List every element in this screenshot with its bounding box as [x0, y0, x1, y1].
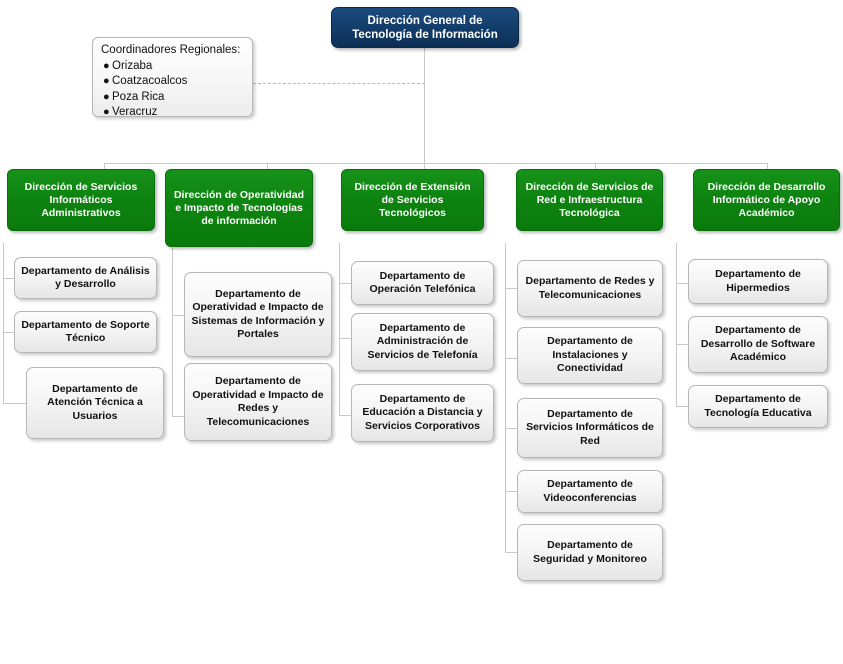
department-node-servicios-informaticos-red[interactable]: Departamento de Servicios Informáticos d… [517, 398, 663, 458]
department-node-soporte-tecnico[interactable]: Departamento de Soporte Técnico [14, 311, 157, 353]
coordinador-label: Orizaba [112, 59, 153, 72]
department-node-operatividad-sistemas-portales[interactable]: Departamento de Operatividad e Impacto d… [184, 272, 332, 357]
coordinadores-regionales-note: Coordinadores Regionales: ●Orizaba ●Coat… [92, 37, 253, 118]
connector-stub-5-2 [676, 344, 688, 345]
division-node-servicios-informaticos-administrativos[interactable]: Dirección de Servicios Informáticos Admi… [7, 169, 155, 231]
connector-stub-5-3 [676, 406, 688, 407]
department-node-seguridad-monitoreo[interactable]: Departamento de Seguridad y Monitoreo [517, 524, 663, 581]
connector-drop-div-5 [767, 163, 768, 172]
connector-drop-div-4 [595, 163, 596, 172]
coordinadores-list: ●Orizaba ●Coatzacoalcos ●Poza Rica ●Vera… [101, 59, 244, 121]
division-node-desarrollo-informatico-apoyo-academico[interactable]: Dirección de Desarrollo Informático de A… [693, 169, 840, 231]
department-node-desarrollo-software-academico[interactable]: Departamento de Desarrollo de Software A… [688, 316, 828, 373]
connector-stub-3-1 [339, 283, 351, 284]
coordinador-label: Poza Rica [112, 90, 165, 103]
connector-trunk-col-5 [676, 243, 677, 406]
bullet-icon: ● [103, 75, 110, 87]
connector-trunk-col-2 [172, 248, 173, 416]
connector-drop-div-1 [104, 163, 105, 172]
department-node-educacion-distancia-servicios-corporativos[interactable]: Departamento de Educación a Distancia y … [351, 384, 494, 442]
connector-trunk-col-3 [339, 243, 340, 415]
coordinadores-title: Coordinadores Regionales: [101, 44, 241, 56]
bullet-icon: ● [103, 59, 110, 72]
connector-stub-4-1 [505, 288, 517, 289]
department-node-tecnologia-educativa[interactable]: Departamento de Tecnología Educativa [688, 385, 828, 428]
division-node-servicios-red-infraestructura[interactable]: Dirección de Servicios de Red e Infraest… [516, 169, 663, 231]
list-item: ●Coatzacoalcos [101, 74, 244, 90]
root-node-direccion-general[interactable]: Dirección General de Tecnología de Infor… [331, 7, 519, 48]
department-node-hipermedios[interactable]: Departamento de Hipermedios [688, 259, 828, 304]
department-node-redes-telecomunicaciones[interactable]: Departamento de Redes y Telecomunicacion… [517, 260, 663, 317]
connector-stub-2-2 [172, 416, 184, 417]
connector-stub-5-1 [676, 283, 688, 284]
connector-stub-3-2 [339, 338, 351, 339]
connector-trunk-col-4 [505, 243, 506, 552]
department-node-operatividad-redes-telecom[interactable]: Departamento de Operatividad e Impacto d… [184, 363, 332, 441]
connector-stub-1-1 [3, 278, 14, 279]
connector-stub-4-4 [505, 491, 517, 492]
department-node-analisis-desarrollo[interactable]: Departamento de Análisis y Desarrollo [14, 257, 157, 299]
division-node-extension-servicios-tecnologicos[interactable]: Dirección de Extensión de Servicios Tecn… [341, 169, 484, 231]
division-node-operatividad-impacto-tecnologias[interactable]: Dirección de Operatividad e Impacto de T… [165, 169, 313, 247]
department-node-instalaciones-conectividad[interactable]: Departamento de Instalaciones y Conectiv… [517, 327, 663, 384]
connector-coordinators-dashed [253, 83, 425, 84]
department-node-operacion-telefonica[interactable]: Departamento de Operación Telefónica [351, 261, 494, 305]
bullet-icon: ● [103, 90, 110, 103]
connector-stub-4-3 [505, 428, 517, 429]
connector-division-bar [104, 163, 768, 164]
connector-stub-2-1 [172, 315, 184, 316]
coordinador-label: Veracruz [112, 106, 158, 118]
department-node-administracion-servicios-telefonia[interactable]: Departamento de Administración de Servic… [351, 313, 494, 371]
connector-drop-div-2 [267, 163, 268, 172]
connector-stub-1-3 [3, 403, 26, 404]
list-item: ●Poza Rica [101, 90, 244, 106]
connector-drop-div-3 [424, 163, 425, 172]
connector-stub-4-5 [505, 552, 517, 553]
connector-stub-4-2 [505, 358, 517, 359]
connector-stub-3-3 [339, 415, 351, 416]
connector-trunk-col-1 [3, 243, 4, 403]
department-node-videoconferencias[interactable]: Departamento de Videoconferencias [517, 470, 663, 513]
connector-root-trunk [424, 47, 425, 164]
list-item: ●Veracruz [101, 105, 244, 121]
list-item: ●Orizaba [101, 59, 244, 75]
department-node-atencion-tecnica-usuarios[interactable]: Departamento de Atención Técnica a Usuar… [26, 367, 164, 439]
bullet-icon: ● [103, 106, 110, 118]
coordinador-label: Coatzacoalcos [112, 75, 188, 87]
connector-stub-1-2 [3, 332, 14, 333]
